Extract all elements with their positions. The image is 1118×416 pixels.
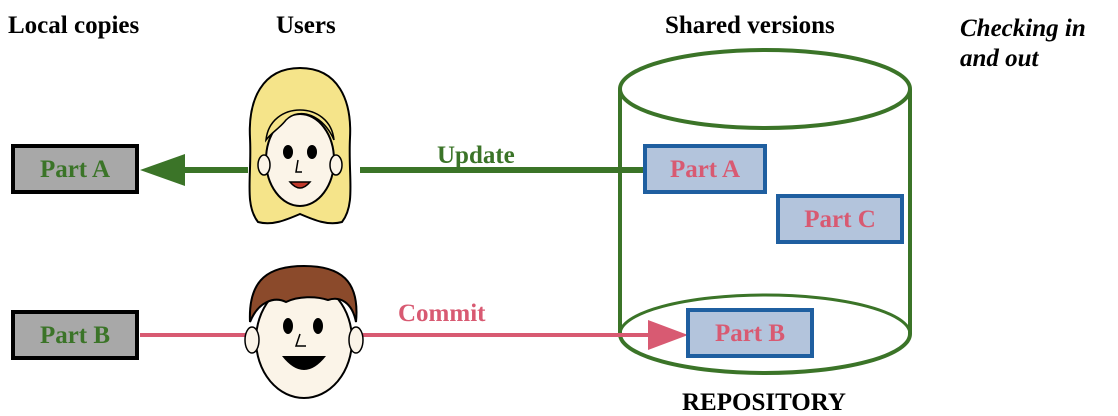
- checking-note-line1: Checking in: [960, 15, 1086, 42]
- repo-part-c-label: Part C: [804, 206, 876, 233]
- repository-cylinder: [618, 48, 912, 375]
- commit-label: Commit: [398, 300, 486, 327]
- repo-part-b-box: Part B: [686, 308, 814, 358]
- repo-part-a-box: Part A: [643, 144, 767, 194]
- local-copies-header: Local copies: [8, 12, 140, 39]
- repo-part-b-label: Part B: [715, 320, 785, 347]
- local-part-a-label: Part A: [40, 156, 110, 183]
- checking-note: Checking in and out: [960, 14, 1086, 74]
- repo-part-c-box: Part C: [776, 194, 904, 244]
- female-user-icon: [248, 66, 352, 225]
- commit-arrow: [140, 320, 688, 350]
- update-label: Update: [437, 142, 515, 169]
- local-part-a-box: Part A: [11, 144, 139, 194]
- checking-note-line2: and out: [960, 45, 1039, 72]
- male-user-icon: [244, 264, 364, 399]
- local-part-b-label: Part B: [40, 322, 110, 349]
- update-arrow: [140, 154, 645, 186]
- repository-label: REPOSITORY: [682, 389, 846, 416]
- local-part-b-box: Part B: [11, 310, 139, 360]
- shared-versions-header: Shared versions: [665, 12, 835, 39]
- repo-part-a-label: Part A: [670, 156, 740, 183]
- users-header: Users: [276, 12, 336, 39]
